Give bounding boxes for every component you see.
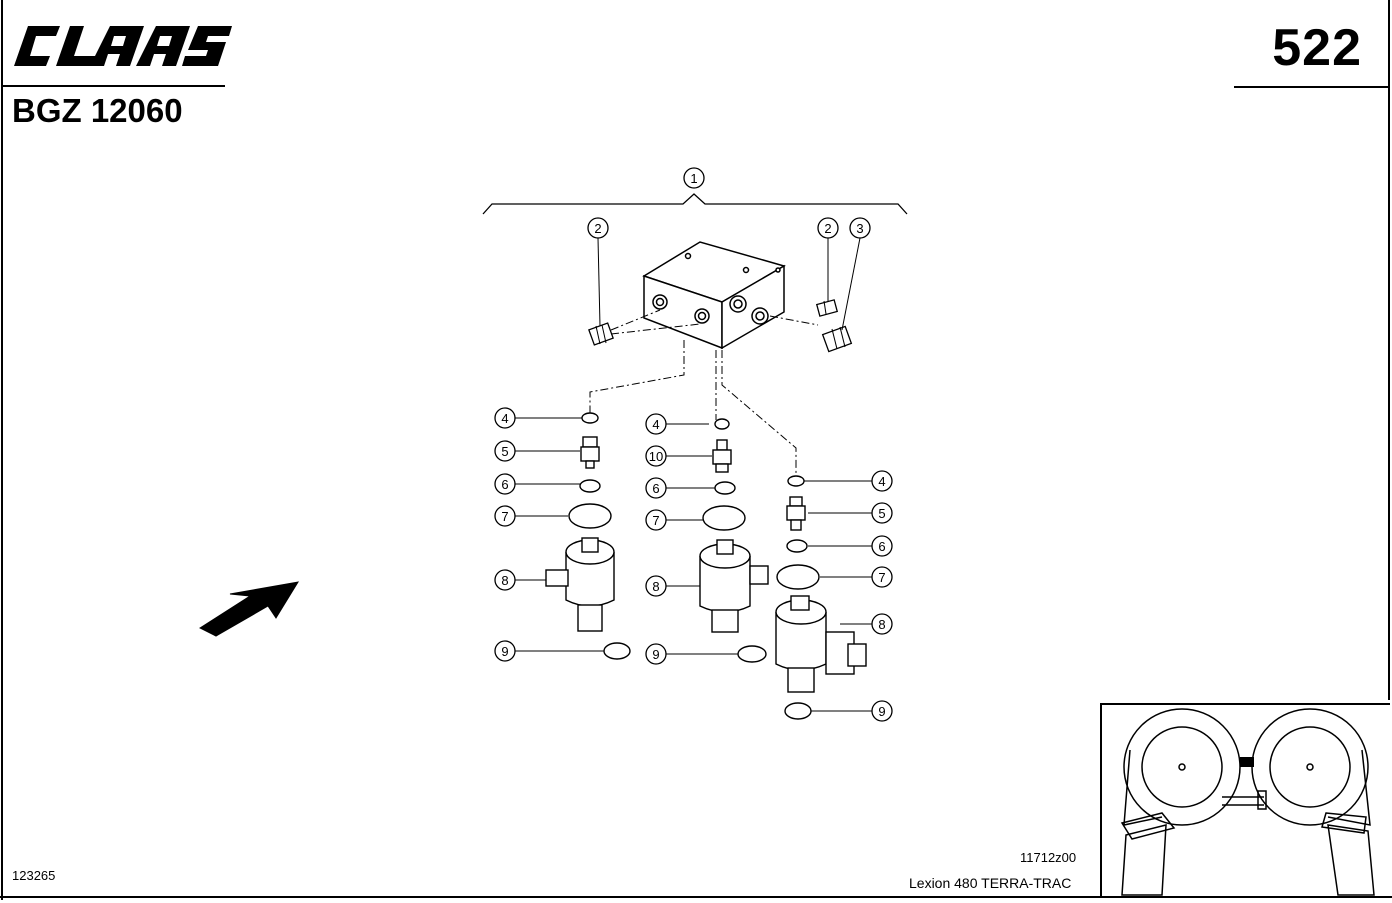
o-ring-7b	[702, 505, 746, 531]
locator-inset	[1100, 703, 1390, 898]
column-a-parts	[545, 412, 631, 660]
callout-1: 1	[683, 167, 705, 189]
header-rule-right	[1234, 86, 1390, 88]
callout-10: 10	[645, 445, 667, 467]
svg-text:4: 4	[878, 474, 885, 489]
callout-9-a: 9	[494, 640, 516, 662]
frame-bottom-border	[0, 896, 1392, 898]
svg-text:6: 6	[878, 539, 885, 554]
document-number: 123265	[12, 868, 56, 883]
page-number: 522	[1272, 19, 1362, 77]
svg-text:3: 3	[856, 221, 863, 236]
o-ring-9c	[784, 702, 812, 720]
solenoid-8b	[699, 539, 769, 633]
svg-text:8: 8	[652, 579, 659, 594]
svg-text:9: 9	[652, 647, 659, 662]
callout-9-c: 9	[871, 700, 893, 722]
drawing-number: 11712z00	[1020, 850, 1077, 865]
o-ring-7a	[568, 503, 612, 529]
callout-6-c: 6	[871, 535, 893, 557]
frame-left-border	[1, 0, 3, 900]
callout-9-b: 9	[645, 643, 667, 665]
locator-inset-drawing	[1120, 708, 1375, 896]
svg-text:6: 6	[501, 477, 508, 492]
callout-4-b: 4	[645, 413, 667, 435]
callout-4-c: 4	[871, 470, 893, 492]
svg-text:7: 7	[501, 509, 508, 524]
svg-text:8: 8	[501, 573, 508, 588]
direction-arrow	[198, 581, 300, 637]
callout-6-b: 6	[645, 477, 667, 499]
fitting-right-small	[815, 299, 839, 317]
column-c-parts	[775, 475, 867, 720]
assembly-brace	[482, 193, 908, 215]
o-ring-7c	[776, 564, 820, 590]
callout-4-a: 4	[494, 407, 516, 429]
svg-text:7: 7	[878, 570, 885, 585]
group-code: BGZ 12060	[12, 92, 183, 129]
solenoid-8c	[775, 595, 867, 693]
callout-6-a: 6	[494, 473, 516, 495]
seal-ring-4b	[714, 418, 730, 430]
callout-2-right: 2	[817, 217, 839, 239]
callout-8-c: 8	[871, 613, 893, 635]
svg-text:10: 10	[649, 449, 663, 464]
svg-text:7: 7	[652, 513, 659, 528]
callout-7-c: 7	[871, 566, 893, 588]
header-rule-left	[1, 85, 225, 87]
callout-8-a: 8	[494, 569, 516, 591]
callout-7-a: 7	[494, 505, 516, 527]
callout-5-a: 5	[494, 440, 516, 462]
claas-logo	[14, 26, 232, 66]
callout-8-b: 8	[645, 575, 667, 597]
callout-5-c: 5	[871, 502, 893, 524]
svg-text:4: 4	[501, 411, 508, 426]
o-ring-9b	[737, 645, 767, 663]
o-ring-9a	[603, 642, 631, 660]
fitting-left	[588, 322, 614, 346]
svg-text:2: 2	[594, 221, 601, 236]
check-valve-5c	[786, 496, 806, 531]
column-b-parts	[699, 418, 769, 663]
svg-text:6: 6	[652, 481, 659, 496]
svg-text:4: 4	[652, 417, 659, 432]
plug-10	[712, 439, 732, 473]
svg-text:9: 9	[501, 644, 508, 659]
o-ring-6a	[579, 479, 601, 493]
callout-2-left: 2	[587, 217, 609, 239]
machine-model: Lexion 480 TERRA-TRAC	[909, 875, 1072, 891]
seal-ring-4c	[787, 475, 805, 487]
seal-ring-4a	[581, 412, 599, 424]
svg-text:5: 5	[501, 444, 508, 459]
frame-right-border	[1388, 0, 1390, 700]
svg-text:5: 5	[878, 506, 885, 521]
svg-text:2: 2	[824, 221, 831, 236]
solenoid-8a	[545, 537, 615, 632]
valve-block	[642, 241, 786, 350]
fitting-right-large	[821, 325, 853, 353]
callout-7-b: 7	[645, 509, 667, 531]
check-valve-5a	[580, 436, 600, 469]
svg-text:8: 8	[878, 617, 885, 632]
o-ring-6b	[714, 481, 736, 495]
callout-3: 3	[849, 217, 871, 239]
svg-text:9: 9	[878, 704, 885, 719]
o-ring-6c	[786, 539, 808, 553]
svg-text:1: 1	[690, 171, 697, 186]
